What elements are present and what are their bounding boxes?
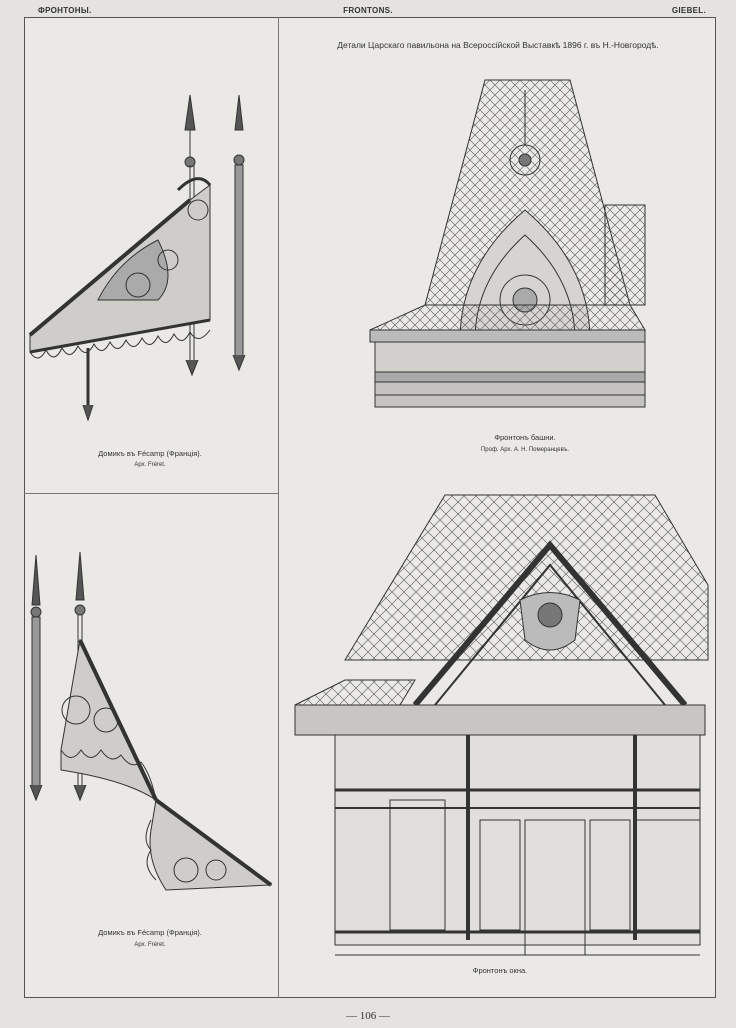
- figure1-credit: Арх. Fréret.: [134, 462, 166, 468]
- fecamp-gable-drawing-top: [28, 94, 246, 422]
- tower-gable-drawing: [369, 79, 646, 408]
- window-gable-drawing: [294, 494, 709, 956]
- fecamp-gable-drawing-bottom: [29, 551, 273, 891]
- horizontal-divider: [24, 493, 278, 494]
- figure4-caption: Фронтонъ окна.: [472, 966, 528, 975]
- vertical-divider: [278, 17, 279, 998]
- header-right-title: GIEBEL.: [671, 6, 706, 15]
- page-number: — 106 —: [346, 1010, 390, 1022]
- figure2-credit: Арх. Fréret.: [134, 942, 166, 948]
- figure3-caption: Фронтонъ башни.: [494, 433, 556, 442]
- figure2-caption: Домикъ въ Fécamp (Франція).: [98, 928, 202, 937]
- figure1-caption: Домикъ въ Fécamp (Франція).: [98, 449, 202, 458]
- header-center-title: FRONTONS.: [343, 6, 393, 15]
- figure3-credit: Проф. Арх. А. Н. Померанцевъ.: [480, 447, 570, 453]
- header-left-title: ФРОНТОНЫ.: [38, 6, 92, 15]
- plate-title: Детали Царскаго павильона на Всероссійск…: [337, 40, 659, 50]
